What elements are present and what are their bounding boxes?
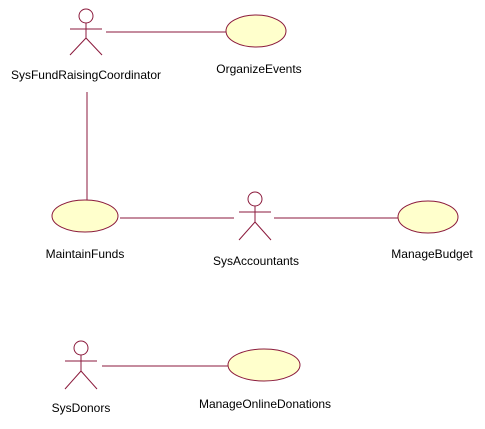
actor-sysaccountants[interactable]: SysAccountants (213, 191, 299, 268)
usecase-label: MaintainFunds (46, 247, 125, 261)
actor-label: SysDonors (52, 401, 111, 415)
usecase-manageonlinedonations[interactable]: ManageOnlineDonations (199, 348, 331, 411)
usecase-organizeevents[interactable]: OrganizeEvents (216, 14, 302, 76)
usecase-label: ManageBudget (391, 247, 473, 261)
stick-figure-icon (69, 8, 103, 56)
stick-figure-icon (238, 191, 272, 241)
usecase-label: OrganizeEvents (216, 62, 301, 76)
usecase-label: ManageOnlineDonations (199, 397, 331, 411)
stick-figure-icon (64, 340, 98, 390)
usecase-managebudget[interactable]: ManageBudget (391, 200, 473, 261)
usecase-maintainfunds[interactable]: MaintainFunds (46, 199, 125, 261)
actor-label: SysFundRaisingCoordinator (11, 68, 161, 82)
actor-sysdonors[interactable]: SysDonors (52, 340, 111, 415)
actor-sysfundraisingcoordinator[interactable]: SysFundRaisingCoordinator (11, 8, 161, 82)
actor-label: SysAccountants (213, 254, 299, 268)
